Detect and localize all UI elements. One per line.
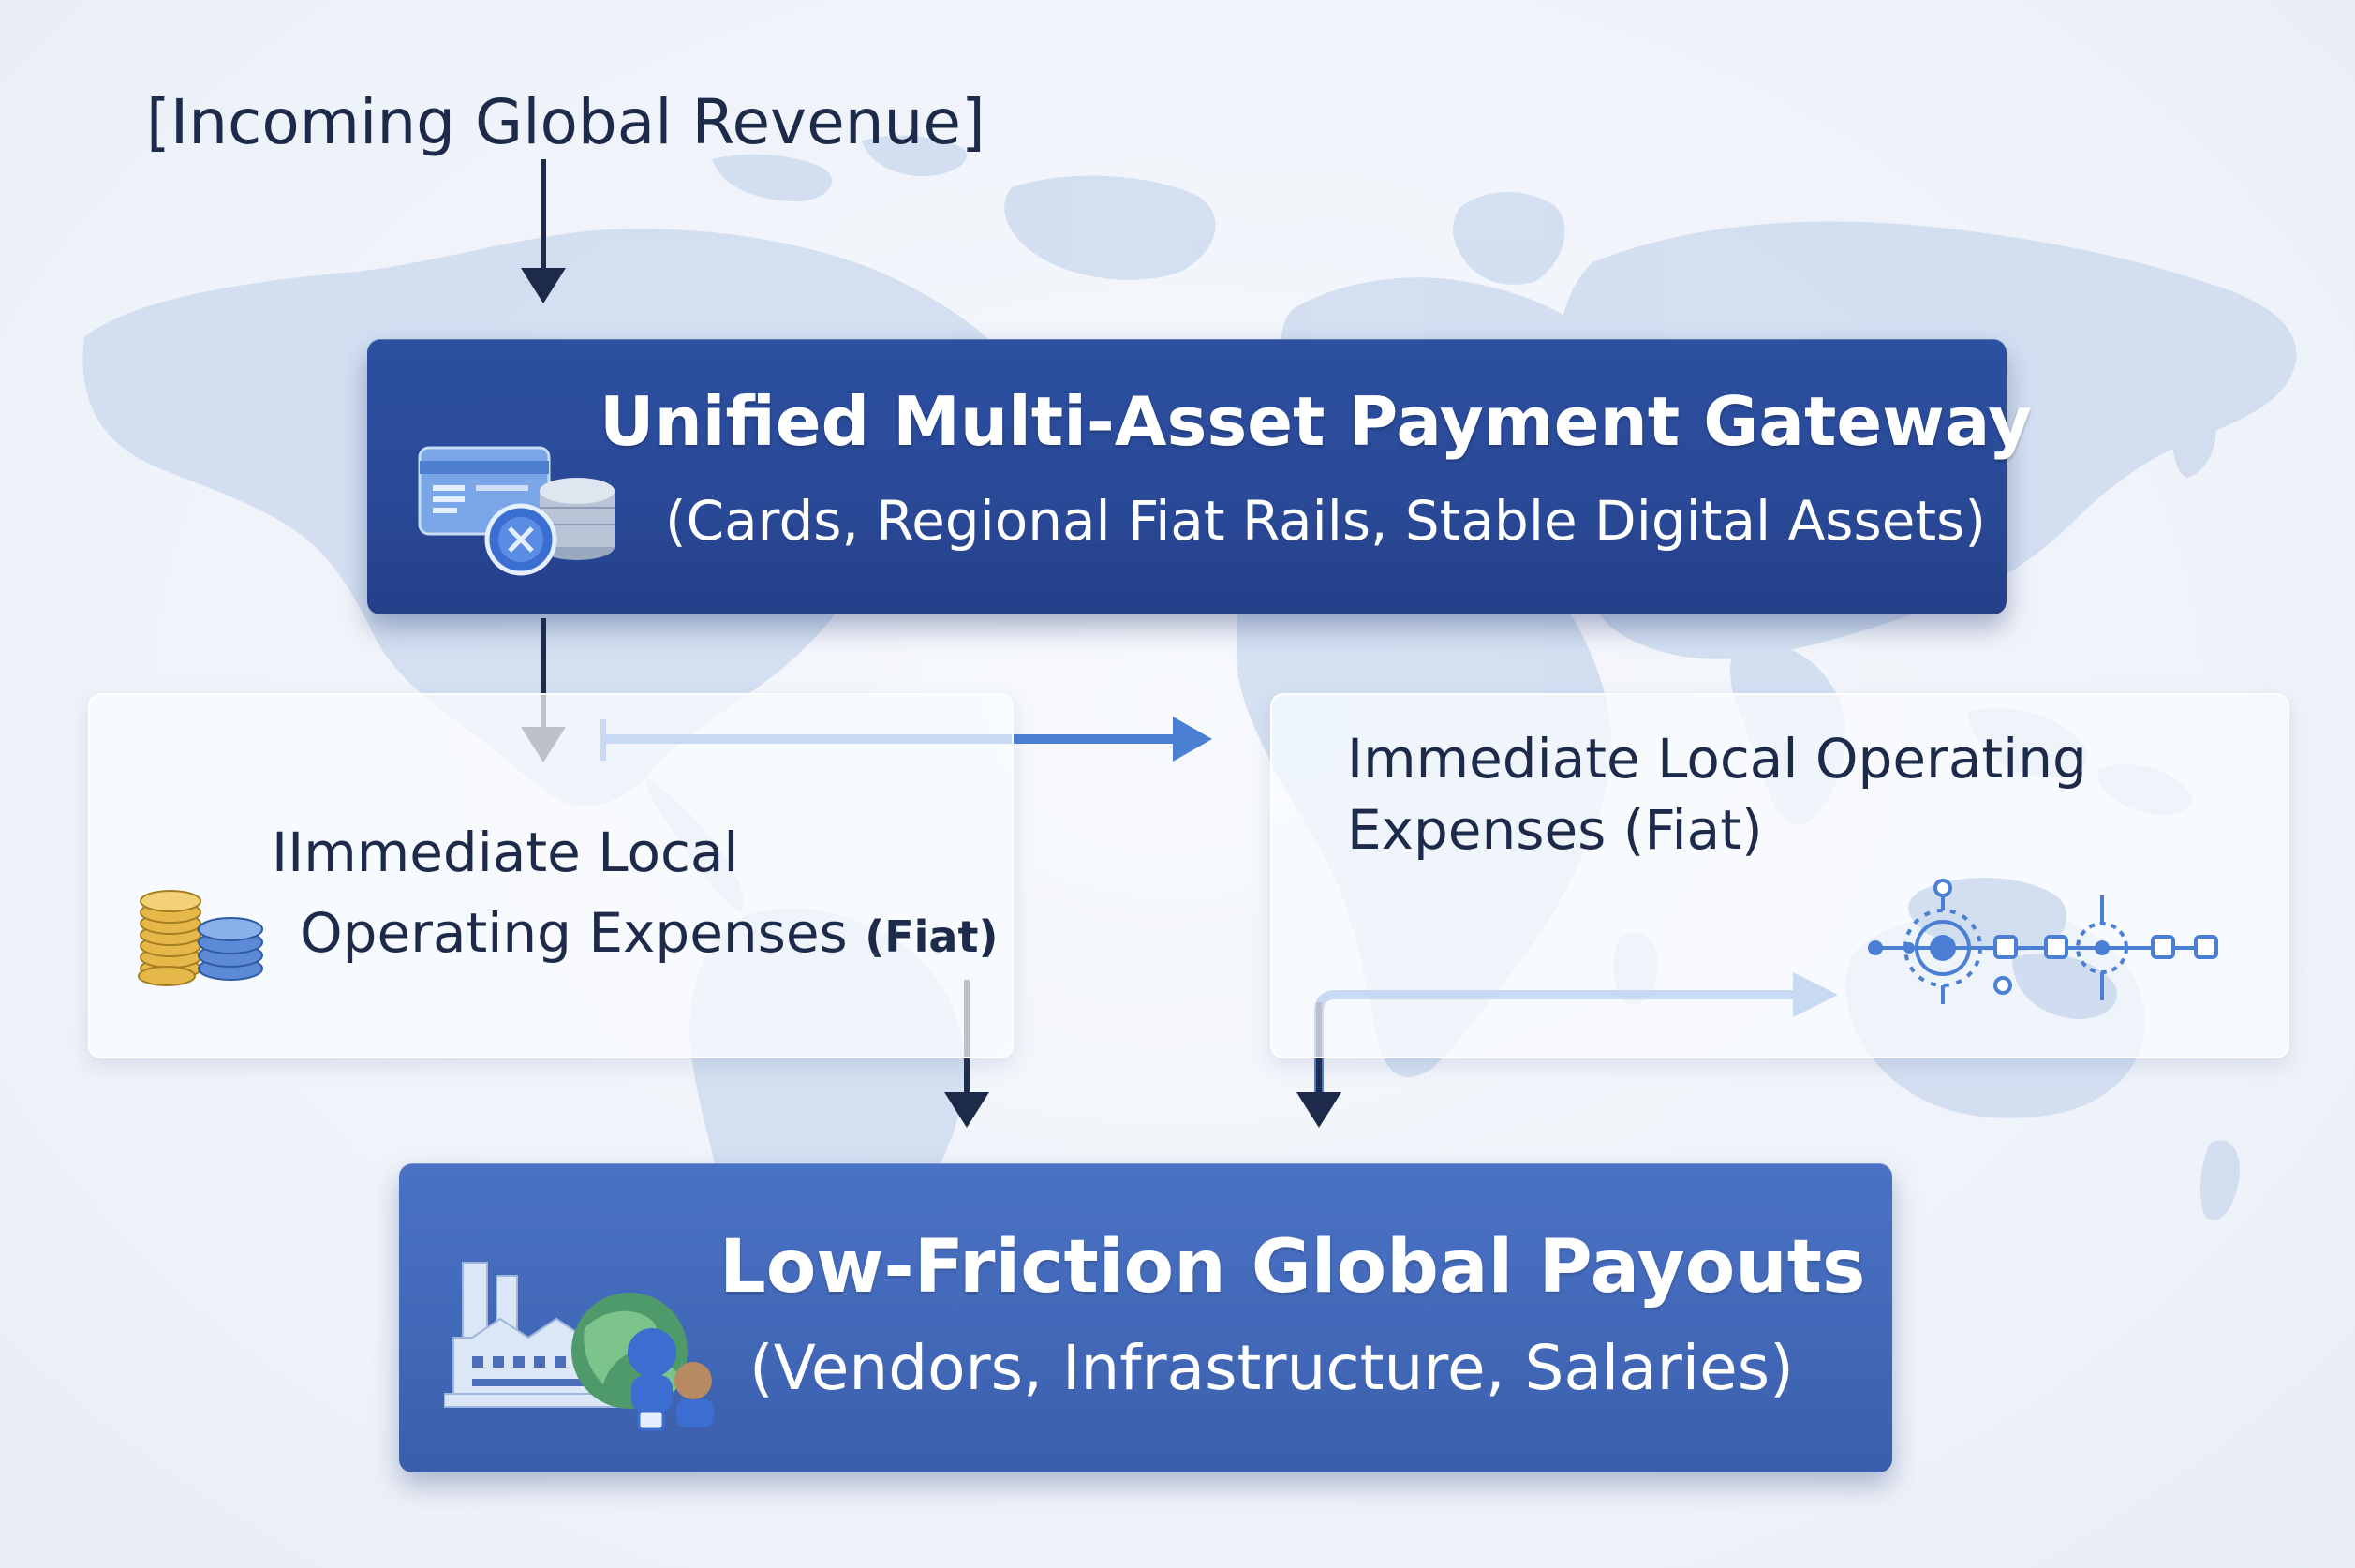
payouts-title: Low-Friction Global Payouts bbox=[719, 1225, 1866, 1309]
right-panel-text: Immediate Local Operating Expenses (Fiat… bbox=[1347, 727, 2087, 862]
gateway-title: Unified Multi-Asset Payment Gateway bbox=[600, 382, 2033, 461]
gateway-subtitle: (Cards, Regional Fiat Rails, Stable Digi… bbox=[665, 489, 1986, 553]
factory-globe-people-icon bbox=[444, 1262, 714, 1431]
left-expenses-panel: IImmediate Local Operating Expenses (Fia… bbox=[88, 693, 1014, 1058]
left-panel-line2-suffix: (Fiat) bbox=[865, 911, 999, 962]
incoming-revenue-label: [Incoming Global Revenue] bbox=[146, 86, 985, 158]
left-panel-line2: Operating Expenses (Fiat) bbox=[300, 901, 998, 965]
network-nodes-icon bbox=[1868, 878, 2218, 1019]
payouts-subtitle: (Vendors, Infrastructure, Salaries) bbox=[749, 1332, 1794, 1404]
card-and-coins-icon bbox=[418, 446, 615, 576]
left-panel-line1: IImmediate Local bbox=[272, 821, 739, 884]
global-payouts-box: Low-Friction Global Payouts (Vendors, In… bbox=[399, 1163, 1892, 1472]
coin-stack-icon bbox=[138, 890, 263, 986]
payment-gateway-box: Unified Multi-Asset Payment Gateway (Car… bbox=[367, 339, 2032, 614]
left-panel-line2-main: Operating Expenses bbox=[300, 901, 848, 965]
right-expenses-panel: Immediate Local Operating Expenses (Fiat… bbox=[1270, 693, 2289, 1058]
